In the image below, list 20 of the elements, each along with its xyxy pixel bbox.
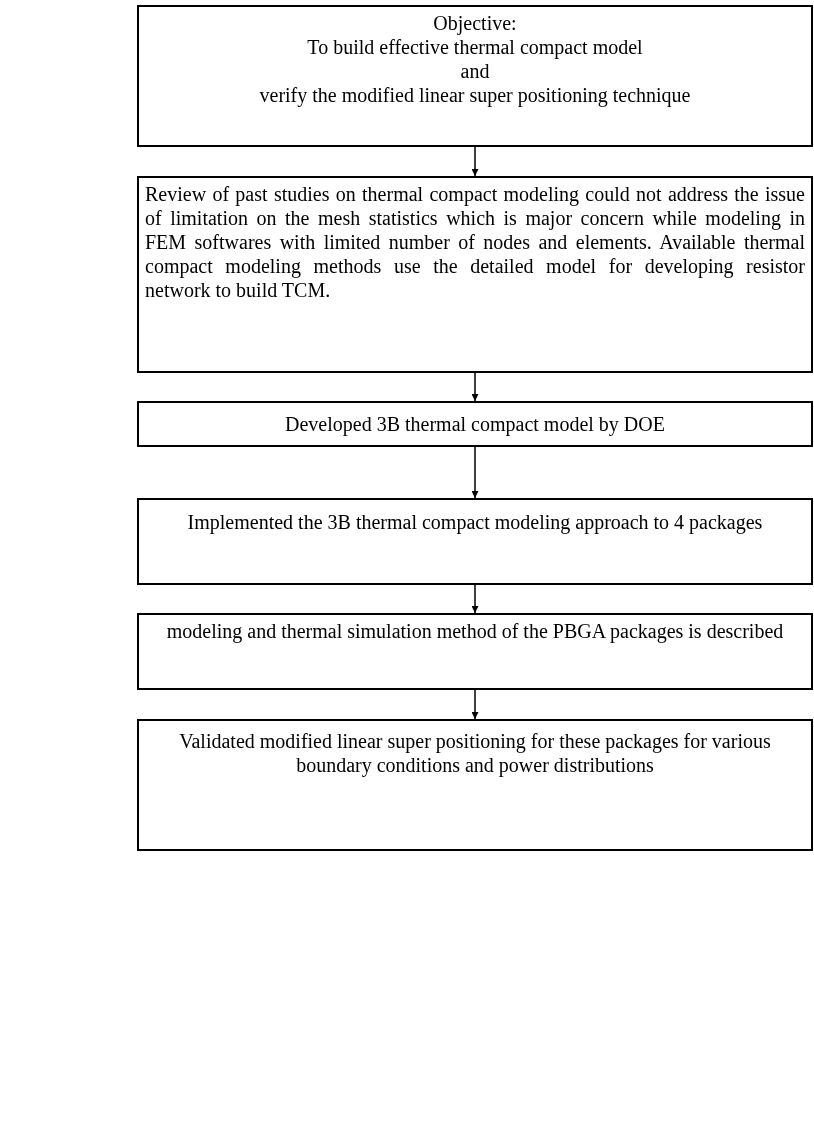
box-text: Validated modified linear super positioning for these packages for various boundary conditions and power distributions	[178, 729, 772, 777]
process-box	[137, 401, 813, 447]
box-text: Implemented the 3B thermal compact modeling approach to 4 packages	[186, 510, 764, 534]
box-text: verify the modified linear super positioning technique	[258, 83, 692, 107]
process-box	[137, 719, 813, 851]
box-text: Objective:	[432, 11, 518, 35]
arrow	[471, 446, 479, 499]
process-box	[137, 498, 813, 585]
arrow	[471, 689, 479, 720]
arrow	[471, 372, 479, 402]
process-box	[137, 613, 813, 690]
box-text: Developed 3B thermal compact model by DOE	[284, 412, 666, 436]
box-text: modeling and thermal simulation method of the PBGA packages is described	[165, 619, 785, 643]
box-text: To build effective thermal compact model	[306, 35, 644, 59]
process-box	[137, 5, 813, 147]
box-text: and	[459, 59, 491, 83]
arrow	[471, 146, 479, 177]
box-text: Review of past studies on thermal compact modeling could not address the issue of limitation on the mesh statistics which is major concern while modeling in FEM softwares with limited number of nodes and elements. Available thermal compact modeling methods use the detailed model for developing resistor network to build TCM.	[145, 182, 805, 302]
arrow	[471, 584, 479, 614]
process-box	[137, 176, 813, 373]
